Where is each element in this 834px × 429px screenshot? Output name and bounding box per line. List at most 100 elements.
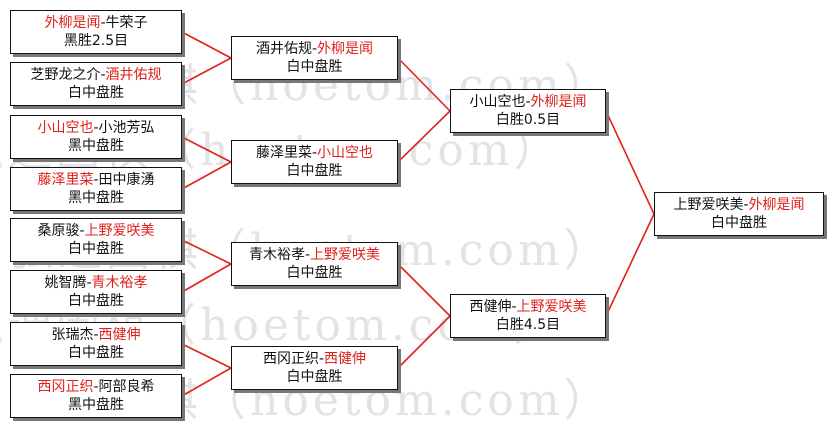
separator: - — [93, 327, 99, 343]
round1-match-box: 张瑞杰-西健伸白中盘胜 — [10, 322, 182, 366]
separator: - — [511, 299, 517, 315]
separator: - — [86, 275, 92, 291]
bracket-connector-line — [181, 367, 232, 397]
player-p1-name: 外柳是闻 — [44, 15, 101, 31]
player-p1-name: 小山空也 — [37, 120, 94, 136]
match-result: 白中盘胜 — [68, 345, 124, 361]
match-result: 黑中盘胜 — [68, 190, 124, 206]
player-p1-name: 青木裕孝 — [248, 247, 305, 263]
match-players: 西冈正织-阿部良希 — [11, 378, 181, 396]
match-result: 白中盘胜 — [286, 265, 343, 281]
match-result: 黑中盘胜 — [68, 138, 124, 154]
separator: - — [743, 197, 749, 213]
round1-match-box: 藤泽里菜-田中康湧黑中盘胜 — [10, 167, 182, 211]
match-players: 青木裕孝-上野爱咲美 — [232, 246, 397, 264]
bracket-connector-line — [181, 136, 232, 163]
round2-match-box: 青木裕孝-上野爱咲美白中盘胜 — [231, 242, 398, 286]
separator: - — [311, 41, 318, 57]
player-p2-name: 外柳是闻 — [317, 41, 374, 57]
bracket-connector-line — [605, 213, 655, 317]
player-p2-name: 青木裕孝 — [91, 275, 148, 291]
separator: - — [100, 67, 106, 83]
match-result: 白中盘胜 — [286, 369, 343, 385]
match-result: 黑胜2.5目 — [63, 33, 129, 49]
match-players: 上野爱咲美-外柳是闻 — [655, 196, 823, 214]
bracket-connector-line — [397, 110, 451, 163]
bracket-connector-line — [181, 263, 232, 293]
round2-match-box: 西冈正织-西健伸白中盘胜 — [231, 346, 398, 390]
player-p1-name: 藤泽里菜 — [37, 172, 94, 188]
player-p1-name: 小山空也 — [469, 94, 526, 110]
player-p2-name: 西健伸 — [98, 327, 141, 343]
match-result: 白中盘胜 — [286, 163, 343, 179]
match-result: 白胜0.5目 — [495, 112, 561, 128]
match-players: 姚智腾-青木裕孝 — [11, 274, 181, 292]
player-p1-name: 藤泽里菜 — [255, 145, 312, 161]
player-p2-name: 田中康湧 — [98, 172, 155, 188]
round1-match-box: 外柳是闻-牛荣子黑胜2.5目 — [10, 10, 182, 54]
match-result: 白中盘胜 — [286, 59, 343, 75]
separator: - — [93, 172, 99, 188]
player-p2-name: 酒井佑规 — [105, 67, 162, 83]
player-p2-name: 小山空也 — [317, 145, 374, 161]
match-players: 张瑞杰-西健伸 — [11, 326, 181, 344]
separator: - — [93, 379, 99, 395]
player-p1-name: 桑原骏 — [37, 223, 80, 239]
match-players: 小山空也-外柳是闻 — [451, 93, 605, 111]
player-p2-name: 牛荣子 — [105, 15, 148, 31]
bracket-connector-line — [397, 263, 451, 317]
bracket-connector-line — [181, 57, 232, 85]
separator: - — [100, 15, 106, 31]
round1-match-box: 桑原骏-上野爱咲美白中盘胜 — [10, 218, 182, 262]
player-p2-name: 上野爱咲美 — [516, 299, 587, 315]
player-p2-name: 小池芳弘 — [98, 120, 155, 136]
match-result: 白胜4.5目 — [495, 317, 561, 333]
separator: - — [304, 247, 311, 263]
bracket-connector-line — [181, 161, 232, 190]
match-players: 小山空也-小池芳弘 — [11, 119, 181, 137]
player-p2-name: 上野爱咲美 — [310, 247, 381, 263]
match-players: 西冈正织-西健伸 — [232, 350, 397, 368]
separator: - — [525, 94, 531, 110]
round2-match-box: 酒井佑规-外柳是闻白中盘胜 — [231, 36, 398, 80]
bracket-connector-line — [181, 239, 232, 265]
final-match-box: 上野爱咲美-外柳是闻白中盘胜 — [654, 192, 824, 236]
separator: - — [79, 223, 85, 239]
separator: - — [318, 351, 325, 367]
player-p2-name: 阿部良希 — [98, 379, 155, 395]
player-p1-name: 姚智腾 — [44, 275, 87, 291]
match-players: 酒井佑规-外柳是闻 — [232, 40, 397, 58]
round3-match-box: 西健伸-上野爱咲美白胜4.5目 — [450, 294, 606, 338]
player-p1-name: 芝野龙之介 — [30, 67, 101, 83]
separator: - — [311, 145, 318, 161]
round2-match-box: 藤泽里菜-小山空也白中盘胜 — [231, 140, 398, 184]
player-p1-name: 酒井佑规 — [255, 41, 312, 57]
match-players: 桑原骏-上野爱咲美 — [11, 222, 181, 240]
round1-match-box: 姚智腾-青木裕孝白中盘胜 — [10, 270, 182, 314]
match-players: 西健伸-上野爱咲美 — [451, 298, 605, 316]
match-players: 外柳是闻-牛荣子 — [11, 14, 181, 32]
player-p2-name: 外柳是闻 — [748, 197, 805, 213]
bracket-connector-line — [397, 315, 451, 369]
player-p2-name: 上野爱咲美 — [84, 223, 155, 239]
match-result: 白中盘胜 — [68, 241, 124, 257]
match-players: 芝野龙之介-酒井佑规 — [11, 66, 181, 84]
match-players: 藤泽里菜-小山空也 — [232, 144, 397, 162]
round1-match-box: 小山空也-小池芳弘黑中盘胜 — [10, 115, 182, 159]
bracket-connector-line — [397, 57, 451, 112]
round1-match-box: 西冈正织-阿部良希黑中盘胜 — [10, 374, 182, 418]
player-p2-name: 西健伸 — [324, 351, 367, 367]
match-result: 白中盘胜 — [68, 85, 124, 101]
match-result: 黑中盘胜 — [68, 397, 124, 413]
separator: - — [93, 120, 99, 136]
match-players: 藤泽里菜-田中康湧 — [11, 171, 181, 189]
player-p1-name: 张瑞杰 — [51, 327, 94, 343]
player-p1-name: 西冈正织 — [37, 379, 94, 395]
player-p2-name: 外柳是闻 — [530, 94, 587, 110]
match-result: 白中盘胜 — [711, 215, 767, 231]
round3-match-box: 小山空也-外柳是闻白胜0.5目 — [450, 89, 606, 133]
player-p1-name: 西冈正织 — [262, 351, 319, 367]
player-p1-name: 西健伸 — [469, 299, 512, 315]
player-p1-name: 上野爱咲美 — [673, 197, 744, 213]
round1-match-box: 芝野龙之介-酒井佑规白中盘胜 — [10, 62, 182, 106]
